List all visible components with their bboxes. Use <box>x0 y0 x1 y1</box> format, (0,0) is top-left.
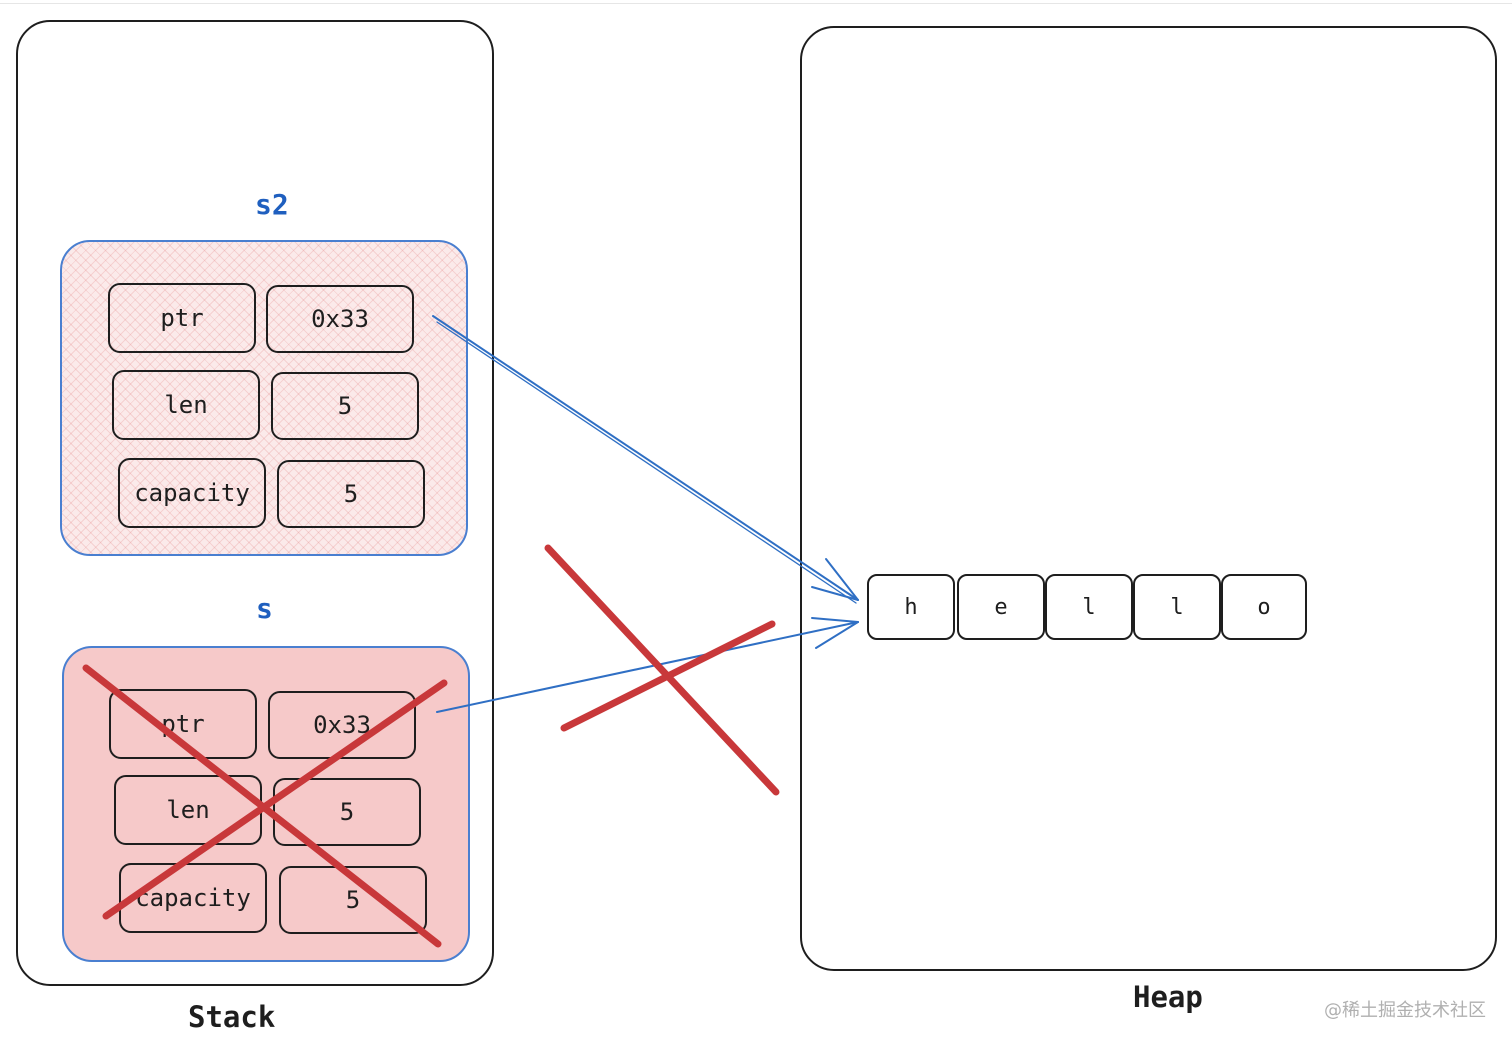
s2-field-len: len <box>112 370 260 440</box>
s2-value-ptr: 0x33 <box>266 285 414 353</box>
s-value-len: 5 <box>273 778 421 846</box>
s2-pointer-arrow <box>432 315 859 604</box>
heap-cell-h: h <box>867 574 955 640</box>
watermark: @稀土掘金技术社区 <box>1324 1000 1486 1021</box>
s-field-len: len <box>114 775 262 845</box>
heap-cell-l-first: l <box>1045 574 1133 640</box>
heap-region <box>800 26 1497 971</box>
s-pointer-arrow <box>436 617 859 713</box>
s2-field-capacity: capacity <box>118 458 266 528</box>
s-field-capacity: capacity <box>119 863 267 933</box>
heap-label: Heap <box>1133 980 1203 1014</box>
stack-label: Stack <box>188 1000 276 1034</box>
s2-field-ptr: ptr <box>108 283 256 353</box>
variable-label-s2: s2 <box>255 188 289 221</box>
variable-label-s: s <box>256 592 273 625</box>
arrow-cross-out-mark <box>544 544 780 796</box>
s-value-ptr: 0x33 <box>268 691 416 759</box>
s-field-ptr: ptr <box>109 689 257 759</box>
s2-value-capacity: 5 <box>277 460 425 528</box>
s2-value-len: 5 <box>271 372 419 440</box>
s-value-capacity: 5 <box>279 866 427 934</box>
heap-cell-l-second: l <box>1133 574 1221 640</box>
heap-cell-o: o <box>1221 574 1307 640</box>
heap-cell-e: e <box>957 574 1045 640</box>
top-divider <box>0 3 1512 4</box>
